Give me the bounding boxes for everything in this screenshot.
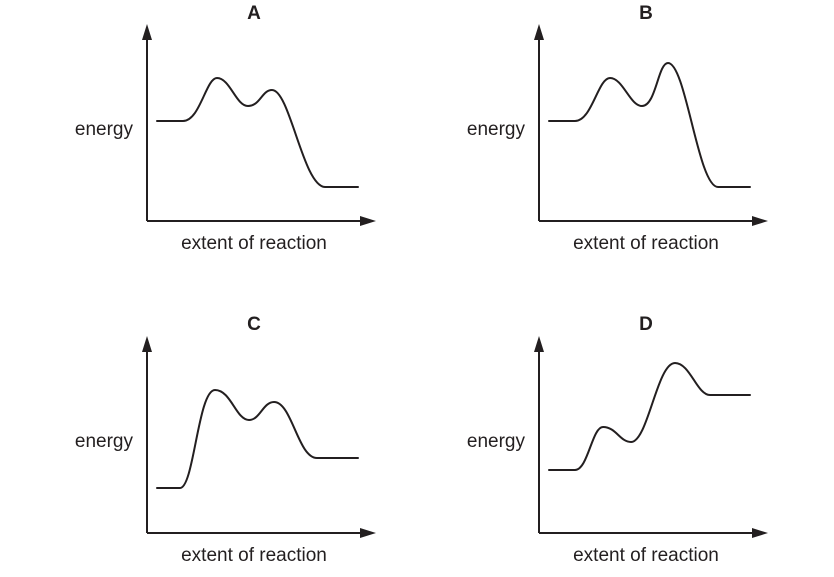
panel-c-y-arrow-icon <box>142 336 152 352</box>
panel-a-y-label: energy <box>75 119 134 140</box>
panel-a-label: A <box>247 3 261 24</box>
panel-a-y-arrow-icon <box>142 24 152 40</box>
panel-d: D energy extent of reaction <box>467 314 768 566</box>
panel-b-energy-curve <box>548 62 751 188</box>
panel-b-label: B <box>639 3 653 24</box>
panel-b-y-arrow-icon <box>534 24 544 40</box>
panel-b-x-arrow-icon <box>752 216 768 226</box>
panel-c-x-label: extent of reaction <box>181 545 327 566</box>
panel-a-x-label: extent of reaction <box>181 233 327 254</box>
panel-c-label: C <box>247 314 261 335</box>
panel-d-energy-curve <box>548 362 751 471</box>
panel-d-x-label: extent of reaction <box>573 545 719 566</box>
panel-b: B energy extent of reaction <box>467 3 768 254</box>
panel-c: C energy extent of reaction <box>75 314 376 566</box>
panel-c-x-arrow-icon <box>360 528 376 538</box>
panel-d-label: D <box>639 314 653 335</box>
panel-a-x-arrow-icon <box>360 216 376 226</box>
panel-a-energy-curve <box>156 77 359 188</box>
panel-c-y-label: energy <box>75 431 134 452</box>
panel-d-x-arrow-icon <box>752 528 768 538</box>
panel-b-x-label: extent of reaction <box>573 233 719 254</box>
panel-a: A energy extent of reaction <box>75 3 376 254</box>
panel-d-y-arrow-icon <box>534 336 544 352</box>
panel-d-y-label: energy <box>467 431 526 452</box>
panel-c-energy-curve <box>156 389 359 489</box>
panel-b-y-label: energy <box>467 119 526 140</box>
